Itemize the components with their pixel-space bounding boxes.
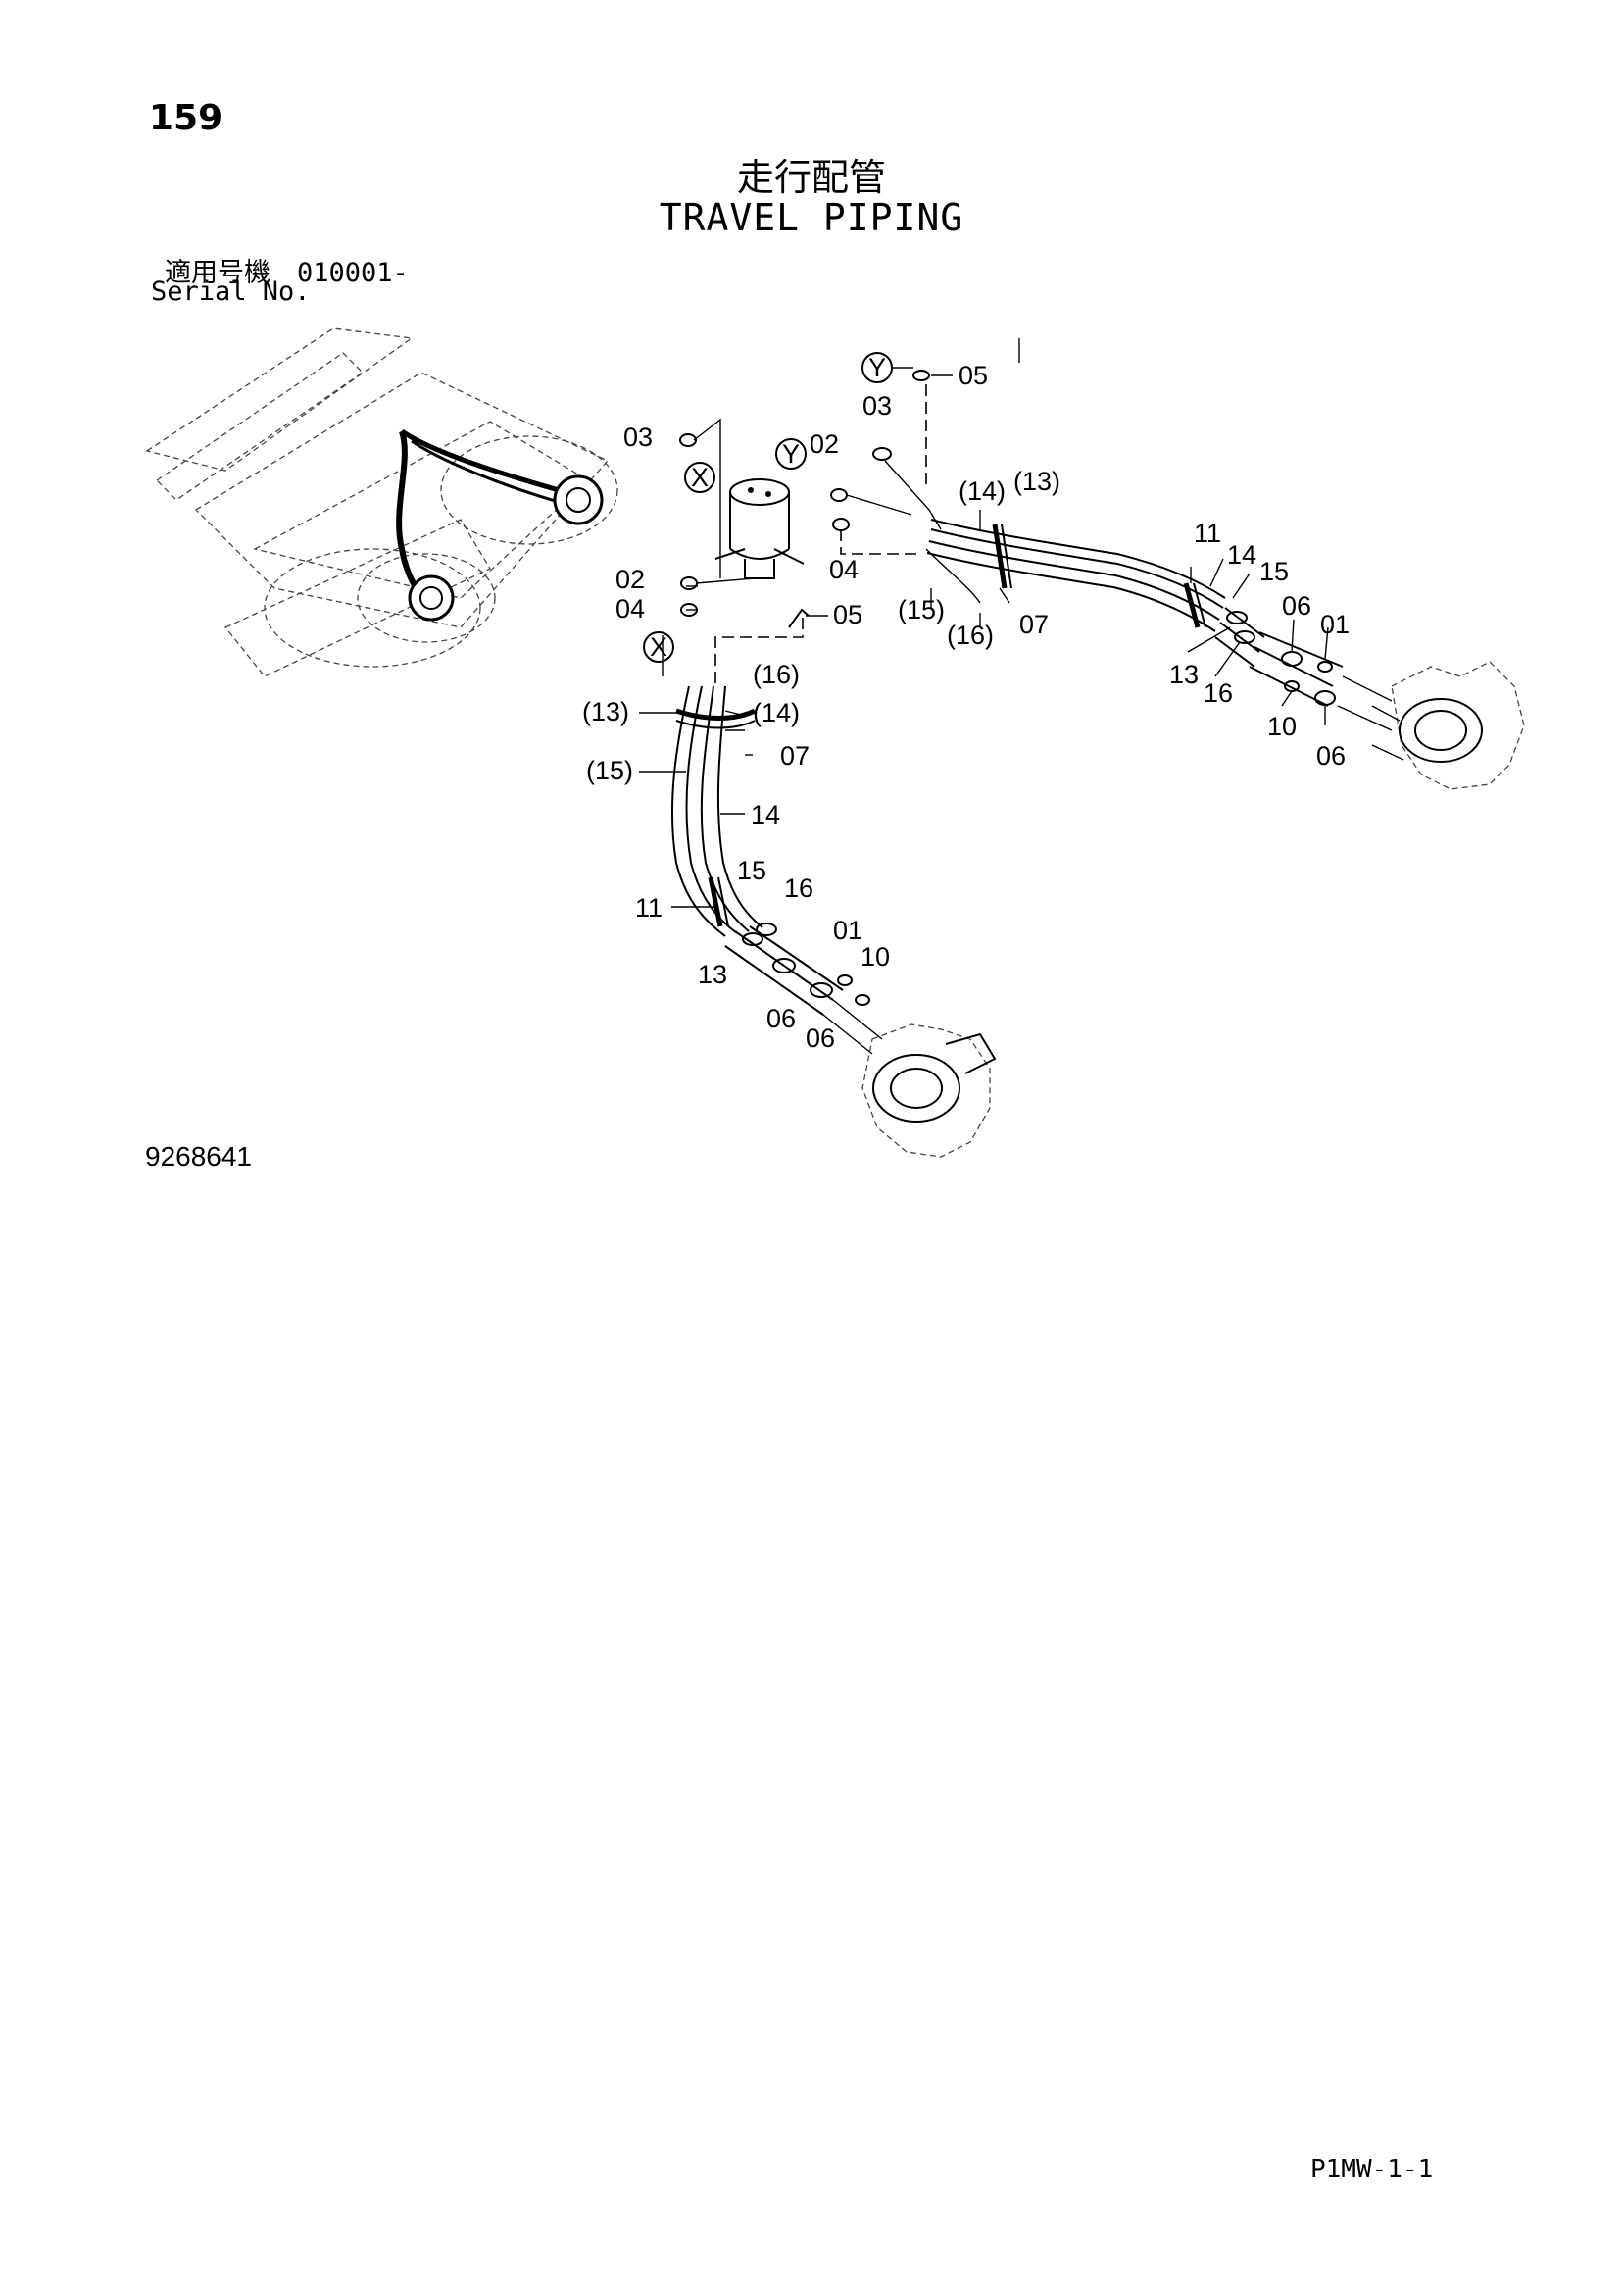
- callout-14-paren-upper: (14): [959, 476, 1006, 506]
- swivel-joint: [714, 478, 805, 579]
- callout-11-left: 11: [635, 893, 663, 923]
- callout-05-mid: 05: [833, 600, 862, 629]
- callout-04-left: 04: [615, 594, 645, 624]
- serial-number-label: Serial No.: [151, 276, 311, 307]
- callout-15-left: 15: [737, 856, 766, 885]
- callout-07-left: 07: [780, 741, 810, 771]
- callout-13-paren-left: (13): [582, 697, 629, 726]
- callout-labels: 03 03 05 02 02 04 04 05 (14) (13) (15) (…: [582, 361, 1350, 1053]
- page-number: 159: [149, 98, 223, 138]
- callout-16-right: 16: [1204, 678, 1233, 708]
- callout-16-paren-upper: (16): [947, 621, 994, 650]
- callout-07-right: 07: [1019, 610, 1049, 639]
- right-travel-motor: [1371, 661, 1525, 790]
- callout-15-right: 15: [1259, 557, 1289, 586]
- svg-text:Y: Y: [868, 353, 886, 382]
- page-title-japanese: 走行配管: [736, 156, 886, 199]
- callout-02-lower: 02: [615, 565, 645, 594]
- callout-16-left: 16: [784, 873, 813, 903]
- callout-06-left-a: 06: [766, 1004, 796, 1033]
- left-hose-bundle: [670, 685, 883, 1055]
- footer-page-code: P1MW-1-1: [1310, 2155, 1434, 2184]
- callout-13-left: 13: [698, 960, 727, 989]
- marker-y-top: Y: [861, 352, 913, 383]
- callout-03-right: 03: [862, 391, 892, 421]
- callout-10-left: 10: [861, 942, 890, 972]
- undercarriage-overview: [145, 327, 618, 677]
- callout-01-left: 01: [833, 916, 862, 945]
- callout-01-right: 01: [1320, 610, 1350, 639]
- callout-14-paren-left: (14): [753, 698, 800, 727]
- upper-fittings: [662, 370, 942, 686]
- callout-16-paren-left: (16): [753, 660, 800, 689]
- callout-06-right-lower: 06: [1316, 741, 1346, 771]
- callout-02-upper: 02: [810, 429, 839, 459]
- left-travel-motor: [861, 1023, 997, 1158]
- svg-text:X: X: [691, 463, 709, 492]
- leader-lines: [639, 338, 1329, 908]
- drawing-number: 9268641: [145, 1141, 253, 1172]
- callout-15-paren-upper: (15): [898, 595, 945, 624]
- callout-14-left: 14: [751, 800, 780, 829]
- marker-x-upper: X: [684, 462, 715, 493]
- callout-03-left: 03: [623, 423, 653, 452]
- callout-05-top: 05: [959, 361, 988, 390]
- callout-15-paren-left: (15): [586, 756, 633, 785]
- right-hose-bundle: [925, 519, 1393, 731]
- callout-06-right-upper: 06: [1282, 591, 1311, 621]
- callout-13-paren-upper: (13): [1013, 467, 1060, 496]
- callout-10-right: 10: [1267, 712, 1297, 741]
- svg-text:Y: Y: [782, 439, 800, 469]
- callout-13-right: 13: [1169, 660, 1199, 689]
- callout-04-mid: 04: [829, 555, 859, 584]
- svg-text:X: X: [650, 632, 667, 662]
- marker-y-mid: Y: [775, 438, 807, 470]
- callout-06-left-b: 06: [806, 1023, 835, 1053]
- serial-applicability-label: 適用号機 010001-: [165, 258, 409, 288]
- marker-x-lower: X: [643, 631, 674, 663]
- callout-11-right: 11: [1194, 519, 1221, 548]
- callout-14-right: 14: [1227, 540, 1256, 570]
- page-title-english: TRAVEL PIPING: [659, 196, 964, 239]
